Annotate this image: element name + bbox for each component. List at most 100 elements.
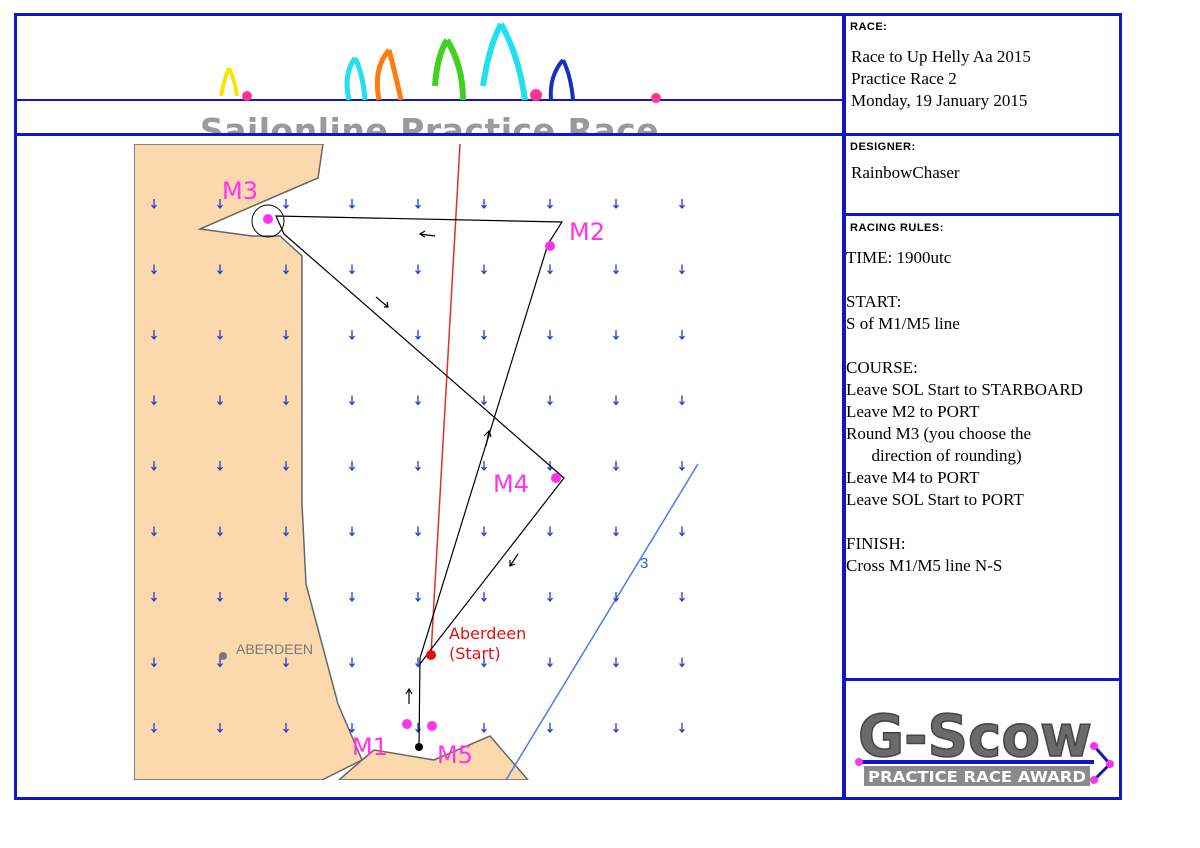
rules-course-heading: COURSE: xyxy=(846,358,918,377)
mark-m4[interactable] xyxy=(551,473,561,483)
wind-arrow xyxy=(217,264,223,275)
wind-arrow xyxy=(349,657,355,668)
start-label-line1: Aberdeen xyxy=(449,624,526,643)
wind-arrow xyxy=(547,199,553,210)
wind-arrow xyxy=(283,264,289,275)
wind-arrow xyxy=(217,395,223,406)
wind-arrow xyxy=(415,461,421,472)
wind-arrow xyxy=(481,592,487,603)
mark-m1-label: M1 xyxy=(352,733,388,761)
wind-arrow xyxy=(679,592,685,603)
wind-arrow xyxy=(217,723,223,734)
wind-arrow xyxy=(283,199,289,210)
rules-course-line-3: Round M3 (you choose the xyxy=(846,424,1032,443)
rhumb-line xyxy=(430,144,461,655)
mark-m3[interactable] xyxy=(263,214,273,224)
city-dot xyxy=(219,652,227,660)
wind-arrow xyxy=(151,395,157,406)
wind-arrow xyxy=(283,723,289,734)
wind-arrow xyxy=(283,526,289,537)
wind-arrow xyxy=(283,657,289,668)
wind-arrow xyxy=(481,264,487,275)
leg-arrow-3 xyxy=(418,230,436,238)
land-coast-south xyxy=(337,735,529,780)
mark-m2[interactable] xyxy=(545,241,555,251)
m3-rounding-circle xyxy=(251,204,285,238)
wind-arrow xyxy=(217,526,223,537)
wind-arrow xyxy=(481,723,487,734)
award-title: G-Scow xyxy=(858,702,1092,770)
wind-arrow xyxy=(481,395,487,406)
race-line-1: Race to Up Helly Aa 2015 xyxy=(851,47,1031,66)
header-divider xyxy=(14,133,844,136)
mark-m5[interactable] xyxy=(427,721,437,731)
wind-arrow xyxy=(151,199,157,210)
wind-arrow xyxy=(613,657,619,668)
wind-arrow xyxy=(415,330,421,341)
wind-arrow xyxy=(151,330,157,341)
rules-course-line-2: Leave M2 to PORT xyxy=(846,402,980,421)
course-map[interactable]: 3 M3 M2 M4 M1 M5 Aberdeen (Start) ABERDE… xyxy=(134,144,700,780)
land-coast-west xyxy=(134,144,363,780)
wind-arrow xyxy=(151,461,157,472)
wind-arrow xyxy=(151,526,157,537)
wind-arrow xyxy=(679,264,685,275)
award-dot-3 xyxy=(1090,776,1098,784)
wind-arrow xyxy=(349,330,355,341)
mark-m1[interactable] xyxy=(402,719,412,729)
wind-arrow xyxy=(283,395,289,406)
start-point[interactable] xyxy=(426,650,436,660)
wind-arrow xyxy=(415,395,421,406)
rules-course-line-1: Leave SOL Start to STARBOARD xyxy=(846,380,1083,399)
wind-arrow xyxy=(481,199,487,210)
wind-arrow xyxy=(613,330,619,341)
depth-contour-label: 3 xyxy=(640,555,648,572)
wind-arrow xyxy=(349,526,355,537)
rules-finish-heading: FINISH: xyxy=(846,534,906,553)
wind-arrow xyxy=(481,330,487,341)
wind-arrow xyxy=(613,264,619,275)
header-title: Sailonline Practice Race xyxy=(199,111,660,133)
award-dot-4 xyxy=(855,758,863,766)
wind-arrow xyxy=(613,592,619,603)
wind-arrow xyxy=(217,592,223,603)
wind-arrow xyxy=(481,526,487,537)
award-subtitle-band xyxy=(864,766,1090,786)
wind-arrow xyxy=(547,264,553,275)
wind-arrow xyxy=(679,395,685,406)
wind-arrow xyxy=(151,264,157,275)
city-label: ABERDEEN xyxy=(236,641,313,657)
wind-arrow xyxy=(547,592,553,603)
rules-divider xyxy=(844,678,1122,681)
rules-finish-text: Cross M1/M5 line N-S xyxy=(846,556,1003,575)
finish-boat-marker xyxy=(415,743,423,751)
wind-arrow xyxy=(547,395,553,406)
wind-arrow xyxy=(415,264,421,275)
wind-arrow xyxy=(151,657,157,668)
wind-arrow xyxy=(349,723,355,734)
designer-label: DESIGNER: xyxy=(850,141,916,153)
mark-m4-label: M4 xyxy=(493,470,529,498)
poster-frame xyxy=(14,13,1122,800)
rules-course-line-6: Leave SOL Start to PORT xyxy=(846,490,1024,509)
start-label-line2: (Start) xyxy=(449,644,501,663)
sails-logo xyxy=(17,22,842,103)
leg-arrow-5 xyxy=(509,553,519,567)
wind-arrow xyxy=(613,395,619,406)
depth-contour-line xyxy=(505,463,699,780)
award-dot-2 xyxy=(1106,760,1114,768)
wind-arrow xyxy=(679,461,685,472)
column-divider xyxy=(842,13,846,800)
award-underline xyxy=(858,760,1094,764)
wind-arrow xyxy=(283,592,289,603)
wind-arrow xyxy=(547,526,553,537)
wind-arrow xyxy=(481,657,487,668)
mark-m2-label: M2 xyxy=(569,218,605,246)
wind-arrow xyxy=(217,461,223,472)
wind-arrow xyxy=(613,723,619,734)
wind-arrow xyxy=(349,592,355,603)
wind-arrow xyxy=(349,264,355,275)
mark-m5-label: M5 xyxy=(437,741,473,769)
wind-arrow xyxy=(151,592,157,603)
race-line-2: Practice Race 2 xyxy=(851,69,957,88)
